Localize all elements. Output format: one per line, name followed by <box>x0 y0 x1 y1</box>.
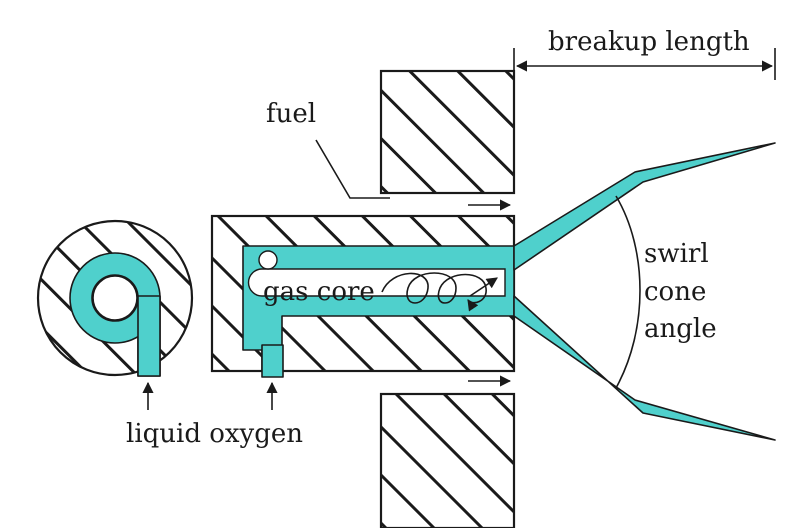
swirl-flow-tip <box>469 277 498 297</box>
injector-end-view <box>36 219 194 377</box>
angle-label: angle <box>644 314 717 344</box>
spray-cone-lower <box>513 295 776 441</box>
gas-core-label: gas core <box>263 277 375 307</box>
liquid-oxygen-label: liquid oxygen <box>126 419 303 449</box>
gas-core-region <box>247 268 506 297</box>
breakup-length-label: breakup length <box>548 27 750 57</box>
swirl-label: swirl <box>644 239 709 269</box>
cone-angle-arc <box>615 195 641 389</box>
end-view-oxygen-inlet <box>137 295 161 377</box>
end-view-core <box>92 275 138 321</box>
spray-cone-upper <box>513 142 776 271</box>
injector-body <box>210 214 516 378</box>
fuel-label: fuel <box>266 99 316 129</box>
fuel-leader-line <box>315 139 390 199</box>
cone-label: cone <box>644 277 706 307</box>
gas-bubble <box>258 250 278 270</box>
lower-wall <box>379 392 516 528</box>
upper-wall <box>379 69 516 195</box>
oxygen-inlet-tube <box>261 344 284 378</box>
